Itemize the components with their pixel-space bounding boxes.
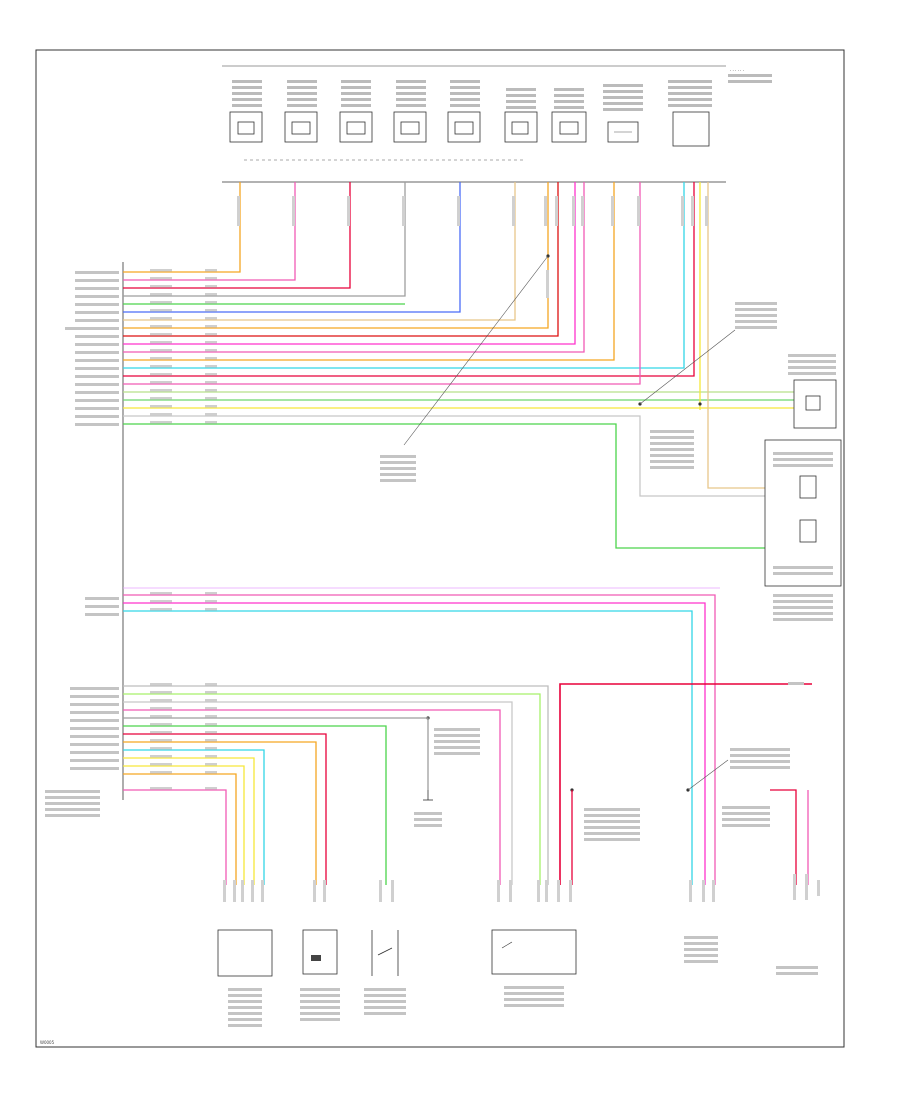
wire-tcc-supply xyxy=(123,182,549,329)
transmission-fluid-temp-sensor xyxy=(607,121,639,143)
turbine-speed-sensor-group xyxy=(764,439,842,621)
shift-solenoid-a xyxy=(229,111,263,143)
shift-solenoid-b xyxy=(284,111,318,143)
upper-wire-codes xyxy=(150,269,217,424)
wire-low-6 xyxy=(123,725,387,885)
wire-ss-4 xyxy=(123,415,800,497)
wire-can-hi xyxy=(123,594,716,885)
wire-tft-sensor xyxy=(123,182,615,361)
shift-solenoid-e xyxy=(447,111,481,143)
4x4-low-switch xyxy=(364,930,406,1015)
pressure-control-solenoid xyxy=(551,111,587,143)
wire-low-5 xyxy=(123,717,429,790)
wire-pcs-3 xyxy=(123,182,585,353)
can-bus-wires xyxy=(123,587,720,885)
wire-ss-5 xyxy=(123,423,765,549)
throttle-actuator xyxy=(300,929,340,1021)
transmission-range-sensor xyxy=(672,111,710,147)
diagram-code: W0005 xyxy=(40,1040,55,1045)
lower-notes xyxy=(414,682,804,841)
splices xyxy=(426,254,702,792)
tcc-solenoid xyxy=(504,111,538,143)
wire-fuse-feed xyxy=(770,789,797,885)
wire-trs-2 xyxy=(123,182,695,377)
ground-symbol xyxy=(423,790,433,801)
wire-shift-sol-e xyxy=(123,182,461,313)
wire-shift-sol-a xyxy=(123,182,241,273)
wire-pcs-2 xyxy=(123,182,576,345)
wire-low-11 xyxy=(123,765,245,885)
wire-low-4 xyxy=(123,709,501,885)
gear-selector-module xyxy=(684,936,718,963)
output-shaft-speed-sensor xyxy=(788,354,837,429)
lower-connector-labels xyxy=(223,874,820,902)
speed-sensor-wires xyxy=(123,182,820,549)
wire-can-lo xyxy=(123,602,706,885)
lower-wire-codes xyxy=(150,592,217,790)
wire-low-7 xyxy=(123,733,327,885)
wire-low-10 xyxy=(123,757,255,885)
accelerator-pedal-sensor xyxy=(217,929,273,1027)
pcm-pin-labels xyxy=(45,271,119,817)
wire-low-13 xyxy=(123,789,227,885)
top-component-labels xyxy=(232,74,772,111)
wire-low-9 xyxy=(123,749,265,885)
wire-battery-feed xyxy=(559,683,812,885)
wire-trs-1 xyxy=(123,182,685,369)
top-right-note: · · · · · · xyxy=(730,68,744,73)
shift-solenoid-c xyxy=(339,111,373,143)
top-component-row xyxy=(229,111,710,161)
wire-can-3 xyxy=(123,610,693,885)
wire-pcs xyxy=(123,182,559,337)
wire-shift-sol-b xyxy=(123,182,296,281)
park-neutral-switch xyxy=(491,929,577,1007)
wire-low-2 xyxy=(123,693,541,885)
upper-wire-bundle xyxy=(123,182,695,385)
wire-tft-ret xyxy=(123,182,641,385)
callouts xyxy=(380,255,777,482)
wire-low-3 xyxy=(123,701,513,885)
fuse-block xyxy=(776,966,818,975)
wire-low-12 xyxy=(123,773,237,885)
wire-low-8 xyxy=(123,741,317,885)
wire-tcc xyxy=(123,182,516,321)
connector-wire-labels xyxy=(237,196,708,298)
shift-solenoid-d xyxy=(393,111,427,143)
diagram-frame xyxy=(35,49,845,1048)
ignition-leader xyxy=(687,759,729,791)
wire-low-1 xyxy=(123,685,549,885)
lower-wire-bundle xyxy=(123,683,812,885)
